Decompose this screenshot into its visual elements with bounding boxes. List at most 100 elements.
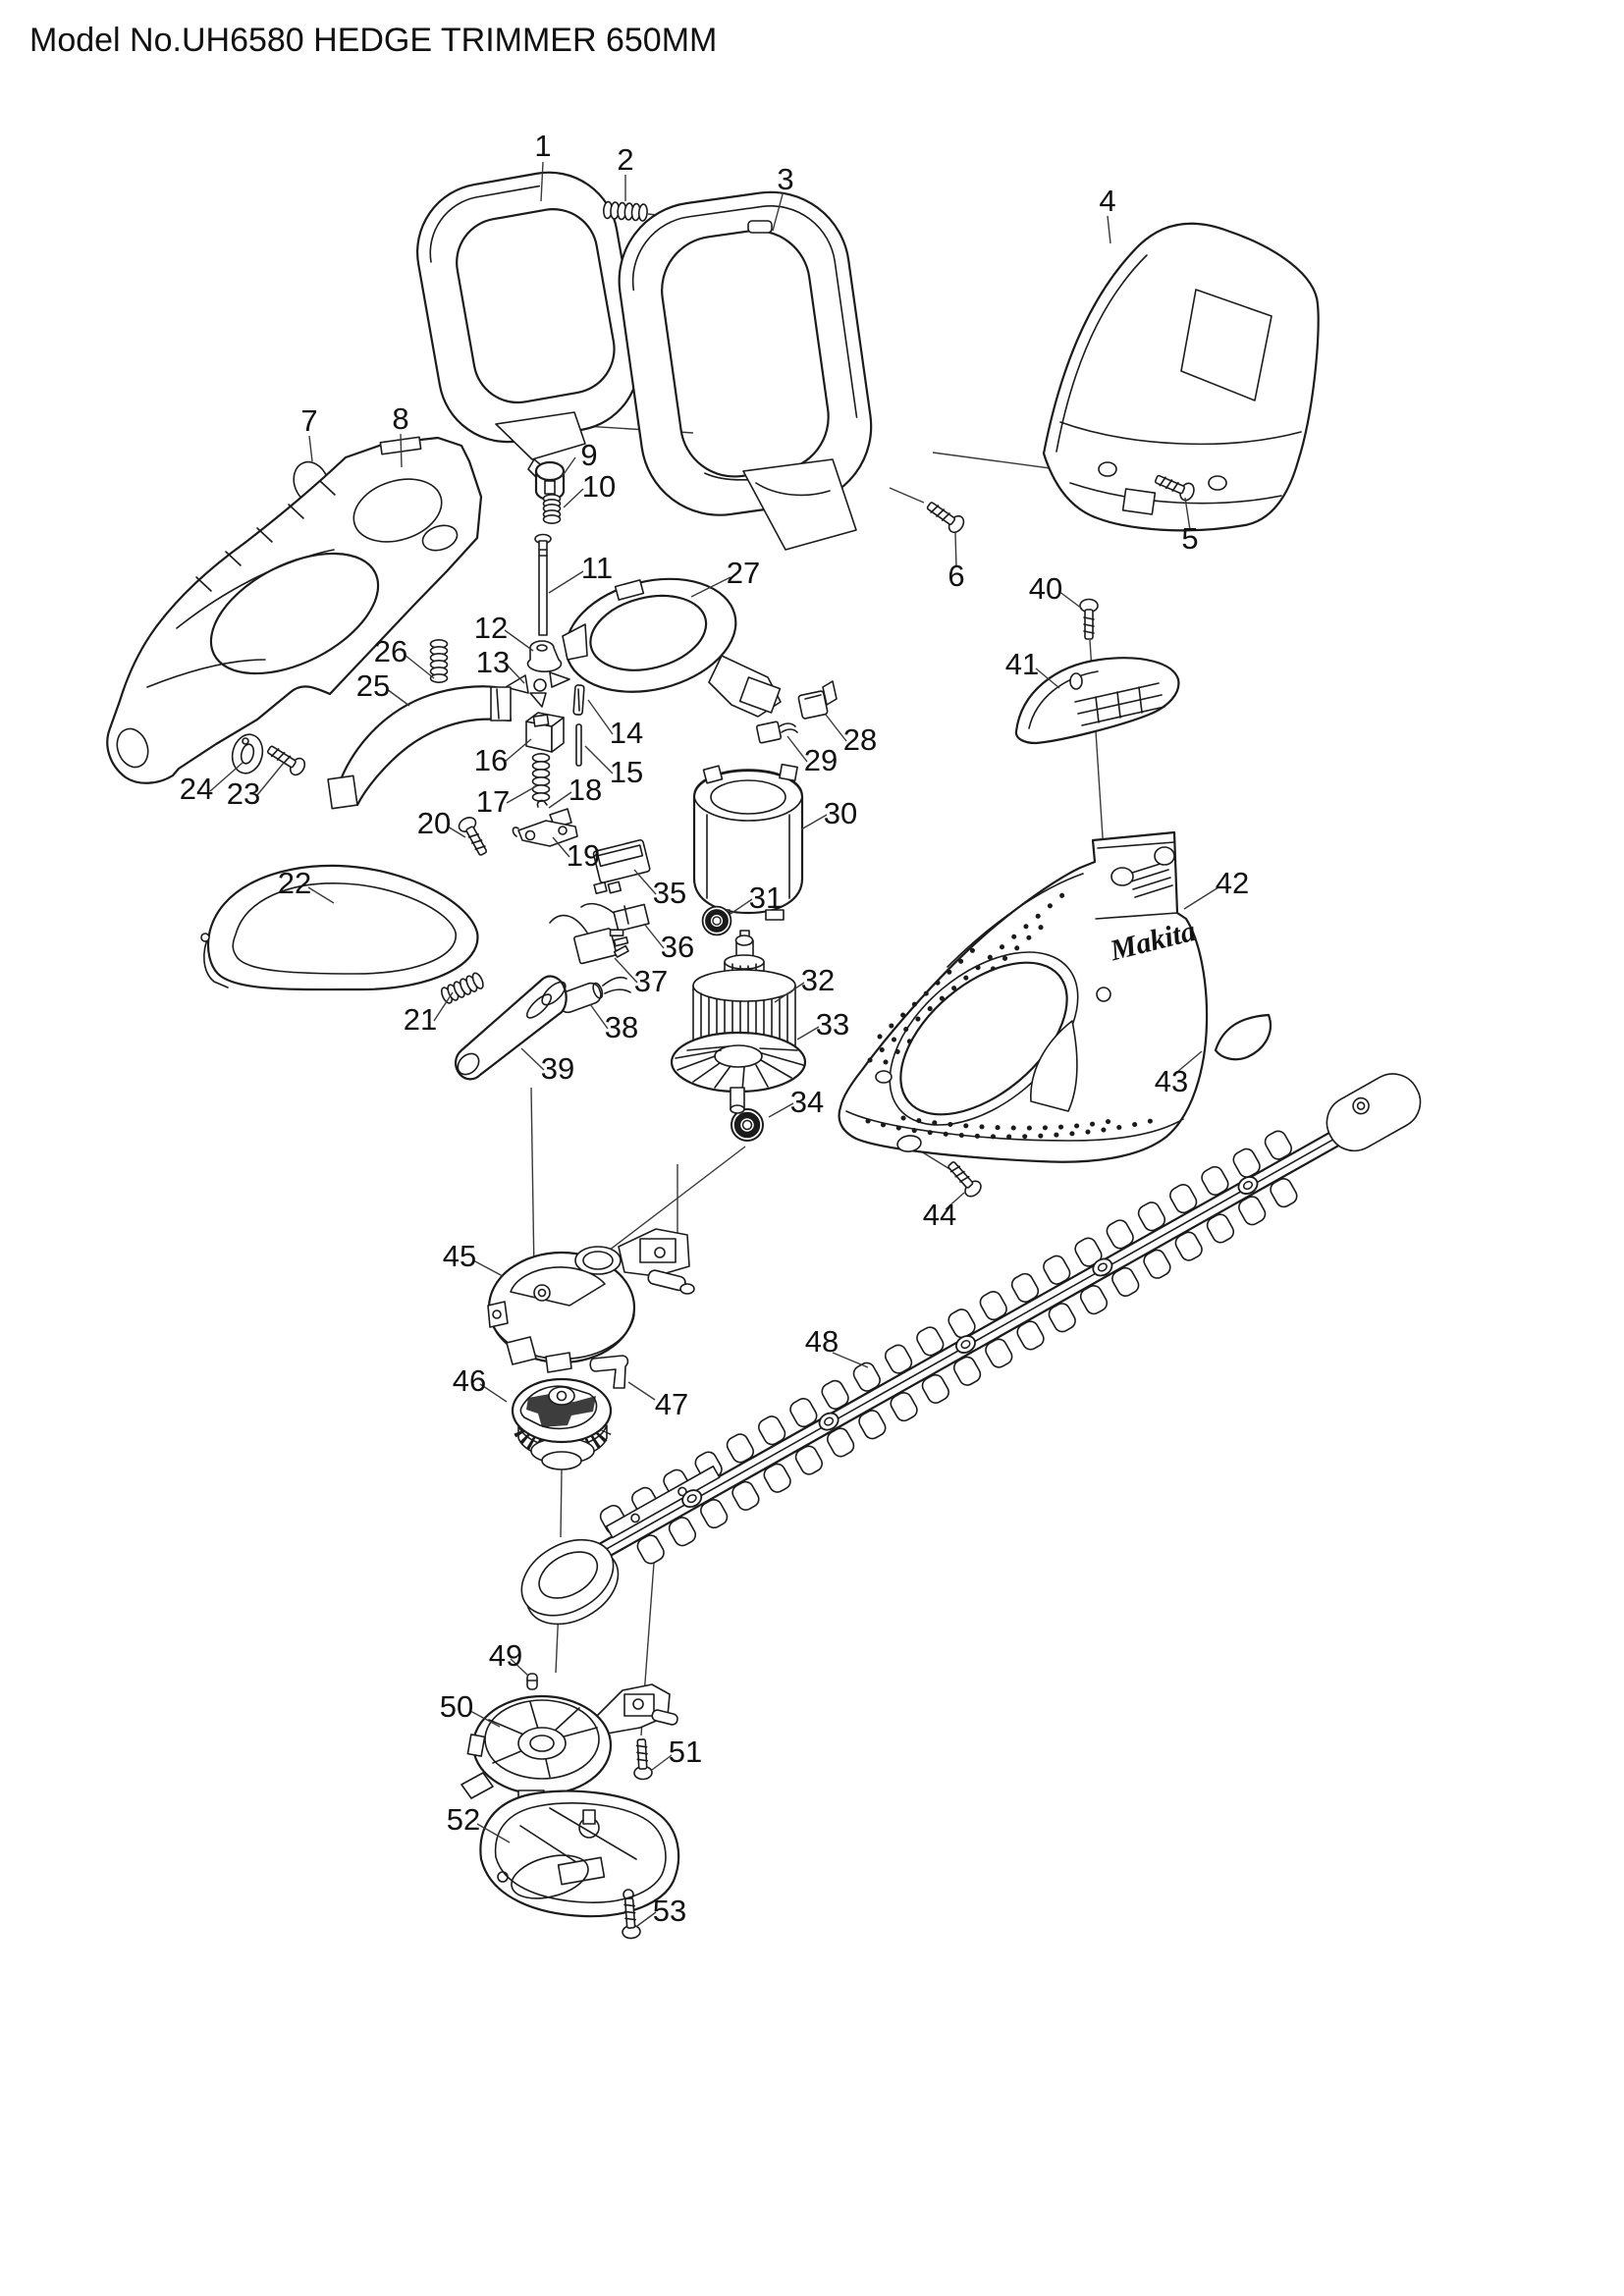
part-label-34: 34 (790, 1085, 824, 1119)
part-25-handle-bar (327, 685, 513, 810)
part-label-30: 30 (824, 796, 857, 830)
part-label-6: 6 (947, 559, 964, 593)
part-31-ball-bearing (703, 907, 731, 935)
part-20-screw (456, 814, 493, 859)
part-48-blade-assembly (520, 1073, 1422, 1626)
part-41-top-cover (1014, 657, 1180, 745)
part-label-43: 43 (1155, 1064, 1188, 1098)
part-label-49: 49 (489, 1638, 522, 1673)
part-number-labels: 1 2 3 4 5 6 7 8 9 10 11 12 13 14 15 16 1… (180, 129, 1249, 1928)
part-33-fan (670, 1031, 807, 1114)
part-12-bushing (526, 640, 563, 672)
part-15-pin (575, 723, 582, 767)
part-47-clip (589, 1355, 629, 1389)
part-3-rear-handle-cover (618, 190, 873, 551)
part-label-23: 23 (227, 776, 260, 811)
part-label-38: 38 (605, 1010, 638, 1044)
part-label-45: 45 (443, 1239, 476, 1273)
part-label-46: 46 (453, 1363, 486, 1398)
part-label-37: 37 (634, 964, 668, 998)
part-label-39: 39 (541, 1051, 574, 1086)
part-8-handle-housing (106, 436, 483, 784)
part-label-21: 21 (404, 1002, 437, 1037)
part-label-3: 3 (777, 162, 793, 196)
part-label-19: 19 (567, 838, 600, 873)
part-label-24: 24 (180, 772, 213, 806)
part-label-16: 16 (474, 743, 508, 777)
part-label-17: 17 (476, 784, 510, 819)
leader-lines (209, 161, 1219, 1927)
part-label-1: 1 (534, 129, 551, 163)
part-38-cord-sleeve (557, 976, 631, 1014)
part-label-36: 36 (661, 930, 694, 964)
part-label-53: 53 (653, 1894, 686, 1928)
part-label-33: 33 (816, 1007, 849, 1041)
part-6-screw (923, 497, 968, 536)
part-label-42: 42 (1216, 866, 1249, 900)
part-42-motor-housing: Makita (838, 830, 1209, 1163)
part-45-gear-housing (487, 1228, 695, 1373)
part-label-35: 35 (653, 876, 686, 910)
page-title: Model No.UH6580 HEDGE TRIMMER 650MM (29, 22, 718, 59)
part-label-9: 9 (580, 438, 597, 472)
part-43-deflector (1214, 1013, 1272, 1061)
part-label-41: 41 (1005, 647, 1039, 681)
part-10-spring (542, 493, 562, 525)
part-17-spring (531, 752, 551, 803)
part-label-13: 13 (476, 645, 510, 679)
part-46-gear (511, 1377, 613, 1470)
part-label-31: 31 (749, 881, 783, 915)
part-39-cord-guard (455, 975, 568, 1081)
part-14-leaf-spring (572, 684, 585, 716)
part-label-15: 15 (610, 755, 643, 789)
part-label-29: 29 (804, 743, 838, 777)
part-label-52: 52 (447, 1802, 480, 1837)
part-4-hand-guard (1042, 222, 1320, 532)
part-label-27: 27 (727, 556, 760, 590)
part-18-pin (536, 799, 548, 808)
part-19-trigger-lever (512, 808, 578, 847)
part-27-baffle-ring (562, 577, 782, 718)
part-label-26: 26 (374, 634, 407, 668)
part-label-18: 18 (568, 773, 602, 807)
part-label-2: 2 (617, 142, 633, 177)
part-23-screw (263, 740, 309, 778)
part-13-switch-lever (505, 671, 570, 708)
part-label-51: 51 (669, 1735, 702, 1769)
part-34-ball-bearing (731, 1109, 763, 1141)
part-label-7: 7 (300, 403, 317, 438)
part-22-handle-cover (200, 864, 479, 991)
part-21-spring (438, 970, 486, 1006)
part-label-14: 14 (610, 716, 643, 750)
part-label-48: 48 (805, 1324, 839, 1359)
part-52-bottom-cover (479, 1789, 680, 1918)
part-37-terminal-block (549, 914, 629, 965)
part-label-50: 50 (440, 1689, 473, 1724)
part-label-47: 47 (655, 1387, 688, 1421)
part-label-28: 28 (843, 722, 877, 757)
part-label-22: 22 (278, 866, 311, 900)
part-16-switch-block (525, 712, 565, 753)
part-11-long-bolt (534, 533, 552, 636)
part-label-32: 32 (801, 963, 835, 997)
part-label-5: 5 (1181, 521, 1198, 556)
part-36-connector (580, 902, 650, 933)
part-40-screw (1079, 598, 1099, 640)
part-51-screw (631, 1737, 654, 1781)
part-24-cord-clamp (231, 733, 264, 774)
part-label-12: 12 (474, 611, 508, 645)
part-29-carbon-brush (755, 721, 798, 744)
part-label-40: 40 (1029, 571, 1062, 606)
part-label-4: 4 (1099, 184, 1115, 218)
part-label-10: 10 (582, 469, 616, 504)
part-label-25: 25 (356, 668, 390, 703)
part-label-20: 20 (417, 806, 451, 840)
part-49-pin (526, 1673, 538, 1690)
part-label-8: 8 (392, 401, 408, 436)
part-26-spring (429, 638, 449, 684)
part-label-44: 44 (923, 1198, 956, 1232)
part-28-brush-holder (797, 680, 838, 720)
part-label-11: 11 (581, 551, 613, 585)
